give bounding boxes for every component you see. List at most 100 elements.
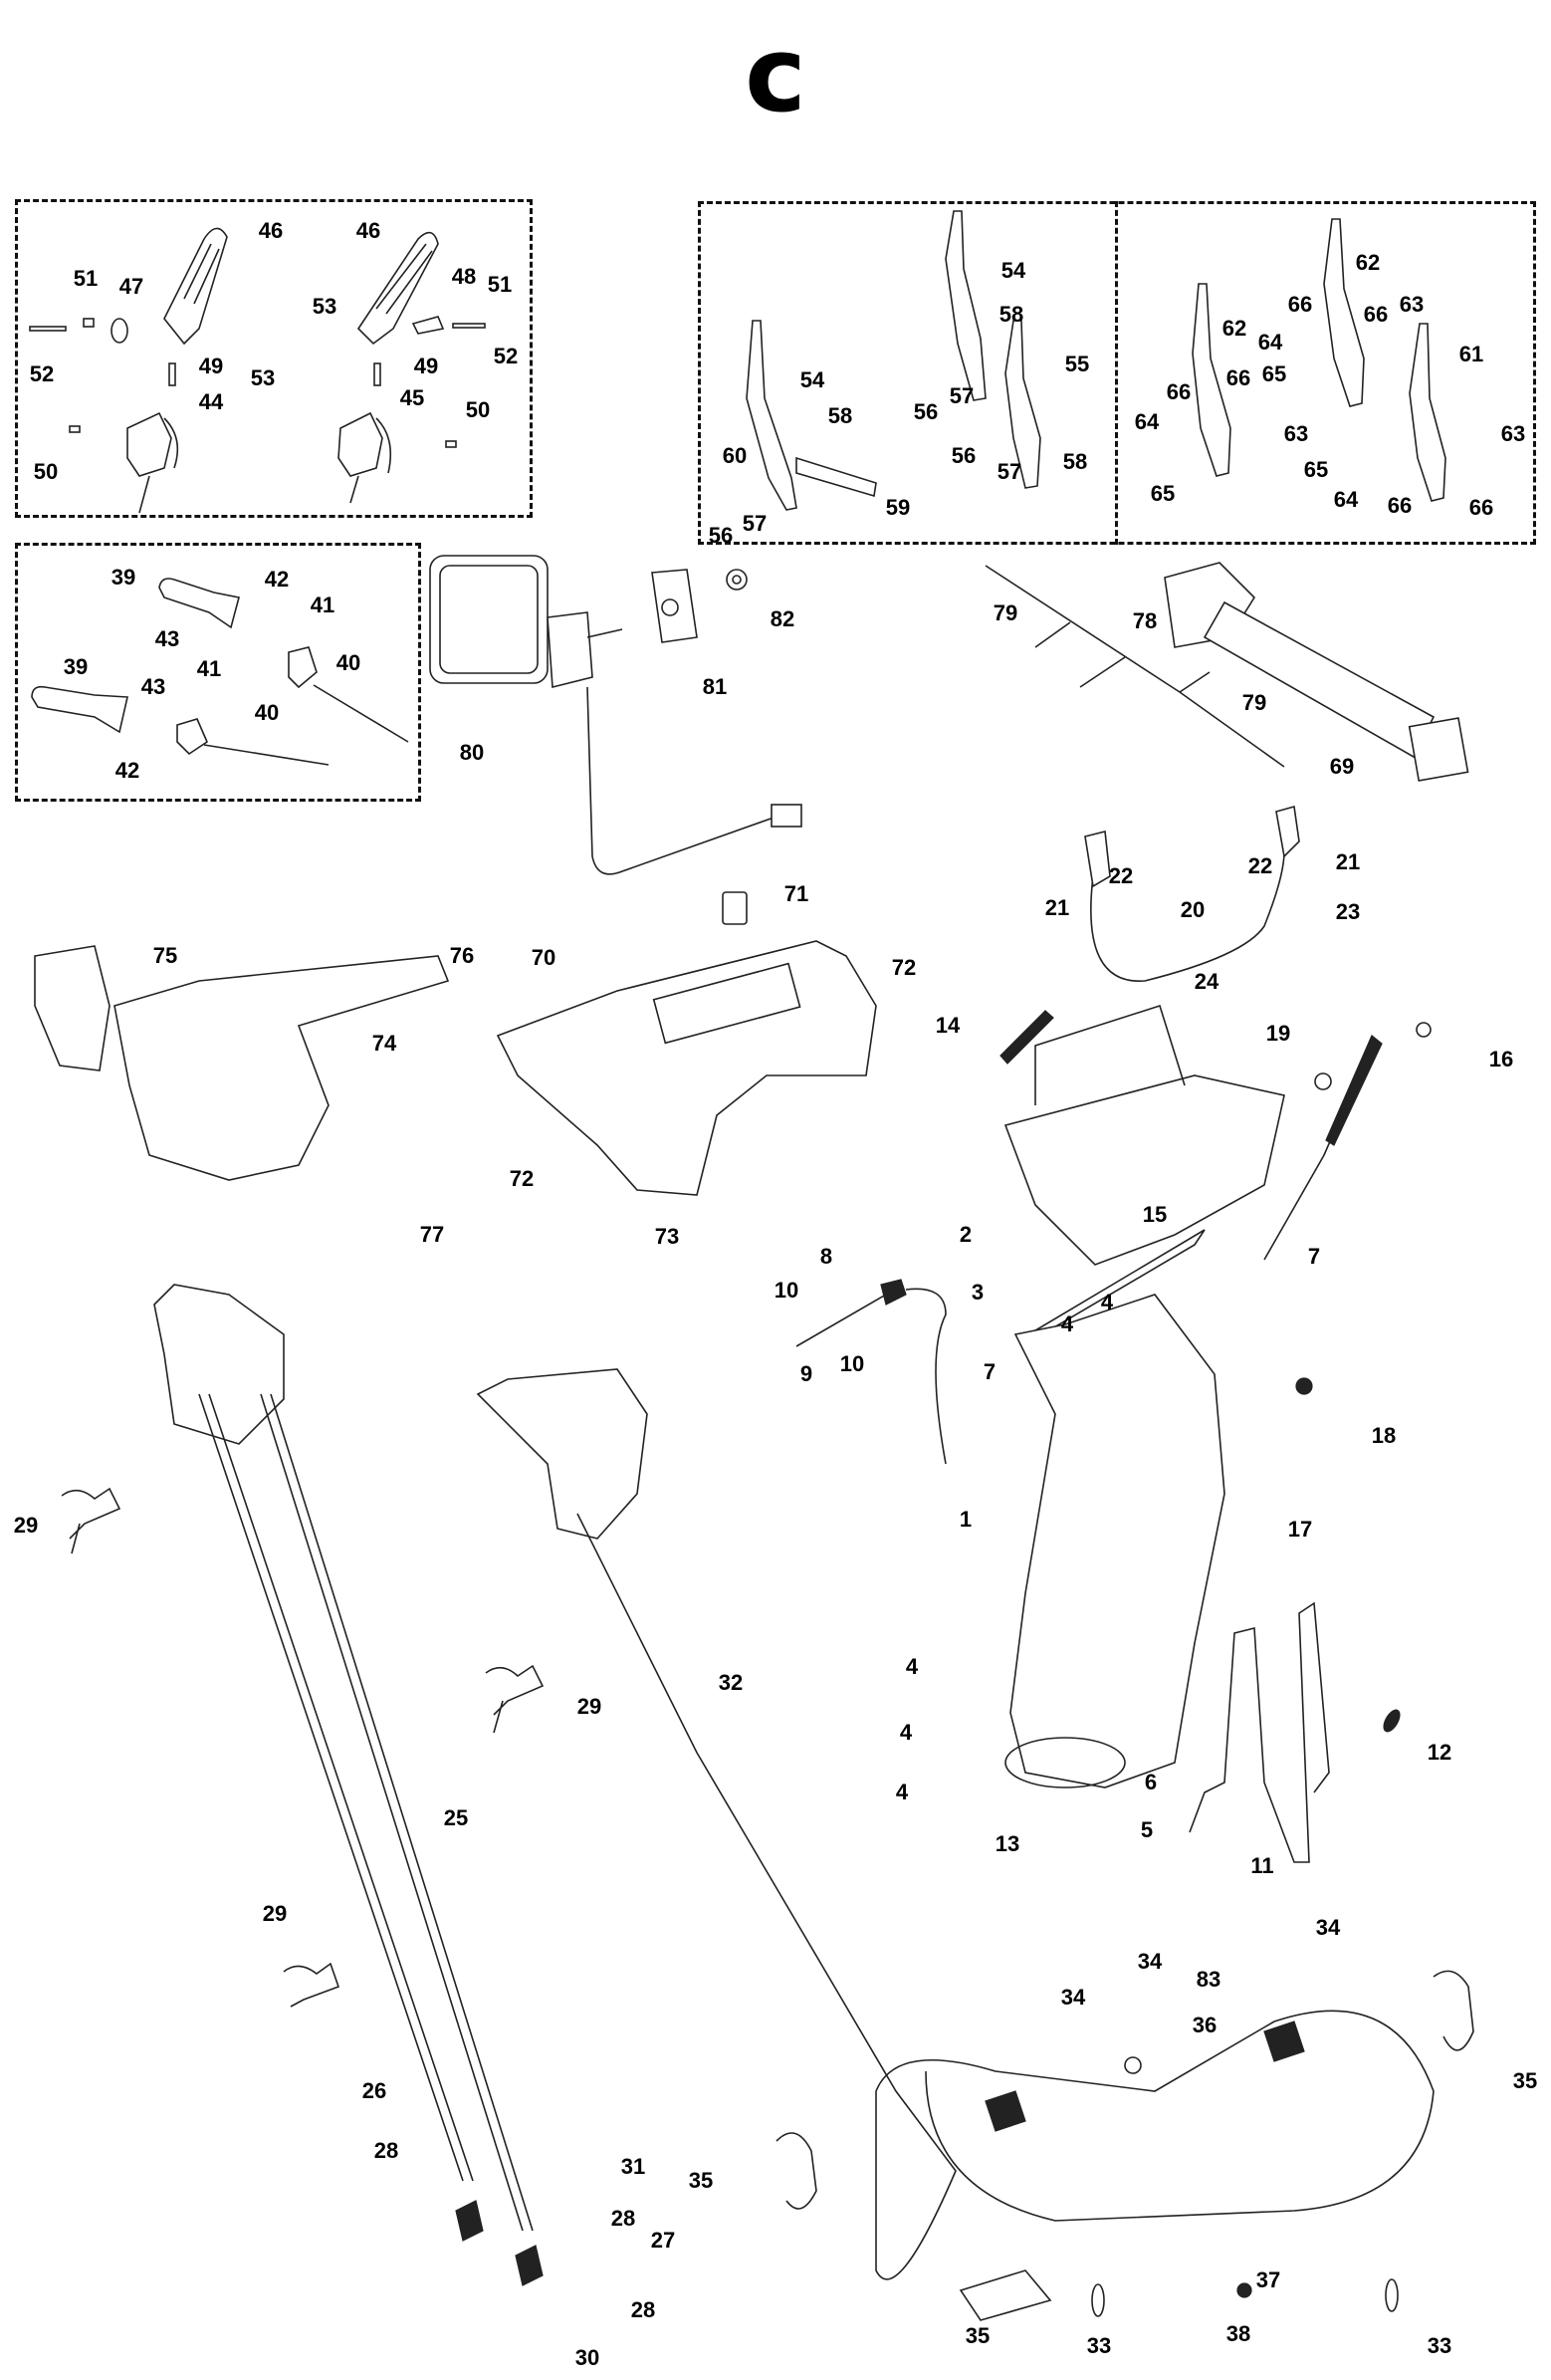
callout-part-51[interactable]: 51 [487,272,513,297]
callout-part-35[interactable]: 35 [965,2323,991,2348]
callout-part-42[interactable]: 42 [114,758,140,783]
callout-part-29[interactable]: 29 [576,1694,602,1719]
callout-part-62[interactable]: 62 [1355,250,1381,275]
callout-part-47[interactable]: 47 [118,274,144,299]
callout-part-34[interactable]: 34 [1060,1985,1086,2010]
callout-part-44[interactable]: 44 [198,389,224,414]
callout-part-35[interactable]: 35 [688,2168,714,2193]
callout-part-56[interactable]: 56 [913,399,939,424]
callout-part-54[interactable]: 54 [799,367,825,392]
callout-part-41[interactable]: 41 [310,593,335,617]
callout-part-63[interactable]: 63 [1500,421,1526,446]
callout-part-69[interactable]: 69 [1329,754,1355,779]
callout-part-66[interactable]: 66 [1287,292,1313,317]
callout-part-8[interactable]: 8 [819,1244,833,1269]
callout-part-25[interactable]: 25 [443,1805,469,1830]
callout-part-5[interactable]: 5 [1140,1817,1154,1842]
callout-part-46[interactable]: 46 [258,218,284,243]
callout-part-54[interactable]: 54 [1000,258,1026,283]
callout-part-48[interactable]: 48 [451,264,477,289]
callout-part-57[interactable]: 57 [997,459,1022,484]
callout-part-4[interactable]: 4 [1060,1311,1074,1336]
callout-part-14[interactable]: 14 [935,1013,961,1038]
callout-part-72[interactable]: 72 [891,955,917,980]
callout-part-7[interactable]: 7 [1307,1244,1321,1269]
callout-part-39[interactable]: 39 [63,654,89,679]
callout-part-77[interactable]: 77 [419,1222,445,1247]
callout-part-33[interactable]: 33 [1086,2333,1112,2358]
callout-part-19[interactable]: 19 [1265,1021,1291,1046]
callout-part-29[interactable]: 29 [13,1513,39,1538]
callout-part-57[interactable]: 57 [949,383,975,408]
callout-part-60[interactable]: 60 [722,443,748,468]
callout-part-4[interactable]: 4 [1100,1290,1114,1314]
callout-part-39[interactable]: 39 [111,565,136,590]
callout-part-22[interactable]: 22 [1247,853,1273,878]
callout-part-50[interactable]: 50 [465,397,491,422]
callout-part-22[interactable]: 22 [1108,863,1134,888]
callout-part-42[interactable]: 42 [264,567,290,592]
callout-part-75[interactable]: 75 [152,943,178,968]
callout-part-61[interactable]: 61 [1458,342,1484,366]
callout-part-59[interactable]: 59 [885,495,911,520]
callout-part-28[interactable]: 28 [610,2206,636,2231]
callout-part-80[interactable]: 80 [459,740,485,765]
callout-part-79[interactable]: 79 [993,600,1018,625]
callout-part-20[interactable]: 20 [1180,897,1206,922]
callout-part-73[interactable]: 73 [654,1224,680,1249]
callout-part-15[interactable]: 15 [1142,1202,1168,1227]
callout-part-83[interactable]: 83 [1196,1967,1221,1992]
callout-part-26[interactable]: 26 [361,2078,387,2103]
callout-part-18[interactable]: 18 [1371,1423,1397,1448]
callout-part-64[interactable]: 64 [1257,330,1283,355]
callout-part-35[interactable]: 35 [1512,2068,1538,2093]
callout-part-32[interactable]: 32 [718,1670,744,1695]
callout-part-10[interactable]: 10 [774,1278,799,1303]
callout-part-23[interactable]: 23 [1335,899,1361,924]
callout-part-10[interactable]: 10 [839,1351,865,1376]
callout-part-37[interactable]: 37 [1255,2267,1281,2292]
callout-part-56[interactable]: 56 [951,443,977,468]
callout-part-45[interactable]: 45 [399,385,425,410]
callout-part-12[interactable]: 12 [1427,1740,1452,1765]
callout-part-1[interactable]: 1 [959,1507,973,1532]
callout-part-7[interactable]: 7 [983,1359,997,1384]
callout-part-55[interactable]: 55 [1064,352,1090,376]
callout-part-27[interactable]: 27 [650,2228,676,2253]
callout-part-53[interactable]: 53 [250,365,276,390]
callout-part-40[interactable]: 40 [335,650,361,675]
callout-part-21[interactable]: 21 [1335,849,1361,874]
callout-part-43[interactable]: 43 [154,626,180,651]
callout-part-58[interactable]: 58 [1062,449,1088,474]
callout-part-64[interactable]: 64 [1134,409,1160,434]
callout-part-79[interactable]: 79 [1241,690,1267,715]
callout-part-66[interactable]: 66 [1166,379,1192,404]
callout-part-63[interactable]: 63 [1399,292,1425,317]
callout-part-36[interactable]: 36 [1192,2013,1218,2037]
callout-part-31[interactable]: 31 [620,2154,646,2179]
callout-part-58[interactable]: 58 [827,403,853,428]
callout-part-72[interactable]: 72 [509,1166,535,1191]
callout-part-51[interactable]: 51 [73,266,99,291]
callout-part-82[interactable]: 82 [770,606,795,631]
callout-part-43[interactable]: 43 [140,674,166,699]
callout-part-52[interactable]: 52 [493,344,519,368]
callout-part-74[interactable]: 74 [371,1031,397,1056]
callout-part-66[interactable]: 66 [1225,365,1251,390]
callout-part-4[interactable]: 4 [895,1780,909,1804]
callout-part-17[interactable]: 17 [1287,1517,1313,1542]
callout-part-81[interactable]: 81 [702,674,728,699]
callout-part-11[interactable]: 11 [1250,1853,1274,1878]
callout-part-13[interactable]: 13 [995,1831,1020,1856]
callout-part-38[interactable]: 38 [1225,2321,1251,2346]
callout-part-66[interactable]: 66 [1387,493,1413,518]
callout-part-66[interactable]: 66 [1363,302,1389,327]
callout-part-29[interactable]: 29 [262,1901,288,1926]
callout-part-76[interactable]: 76 [449,943,475,968]
callout-part-16[interactable]: 16 [1488,1047,1514,1071]
callout-part-65[interactable]: 65 [1150,481,1176,506]
callout-part-21[interactable]: 21 [1044,895,1070,920]
callout-part-66[interactable]: 66 [1468,495,1494,520]
callout-part-58[interactable]: 58 [998,302,1024,327]
callout-part-57[interactable]: 57 [742,511,768,536]
